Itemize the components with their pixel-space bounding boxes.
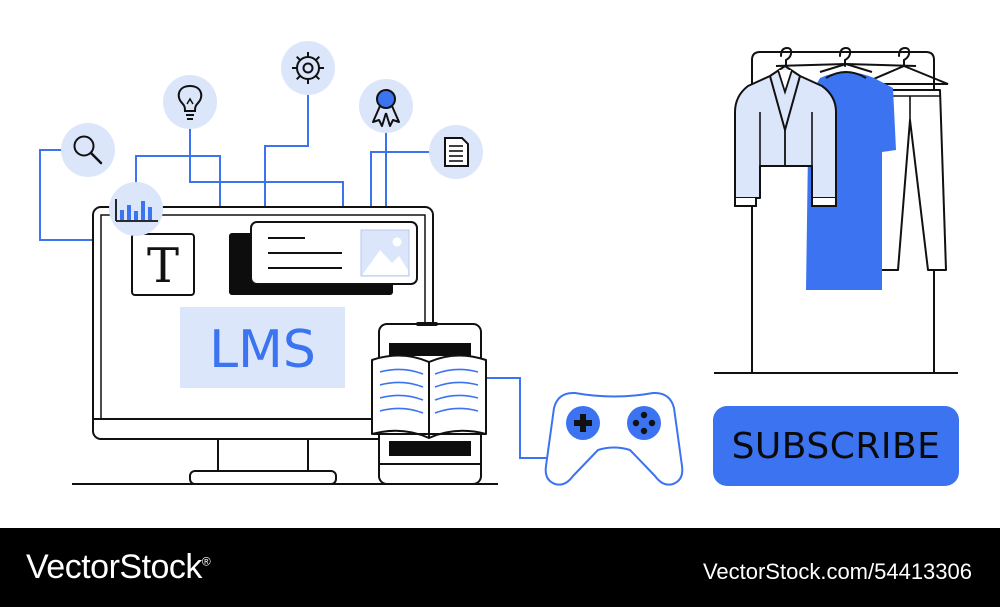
open-book-icon	[371, 354, 487, 439]
brand-name: VectorStock	[26, 548, 202, 586]
watermark-footer	[0, 528, 1000, 607]
subscribe-label: SUBSCRIBE	[731, 425, 941, 467]
gamepad-icon	[544, 391, 684, 486]
footer-credit[interactable]: VectorStock.com/54413306	[702, 559, 972, 584]
award-ribbon-icon	[359, 79, 413, 133]
image-icon	[360, 229, 410, 277]
lms-label: LMS	[209, 320, 316, 380]
clothes-rack-icon	[714, 46, 958, 374]
text-tool-tile: T	[131, 233, 195, 296]
bar-chart-icon	[109, 182, 163, 236]
brand-mark: ®	[201, 554, 211, 569]
text-tool-glyph: T	[147, 238, 179, 294]
lms-label-box	[180, 307, 345, 388]
trousers	[879, 89, 947, 271]
subscribe-button[interactable]: SUBSCRIBE	[713, 406, 959, 486]
lms-illustration: T LMS	[39, 41, 958, 486]
lightbulb-icon	[163, 75, 217, 129]
content-card	[229, 221, 418, 295]
search-icon	[61, 123, 115, 177]
gear-icon	[281, 41, 335, 95]
connector-lines	[39, 94, 548, 459]
document-icon	[429, 125, 483, 179]
footer-brand[interactable]: VectorStock®	[26, 548, 211, 587]
